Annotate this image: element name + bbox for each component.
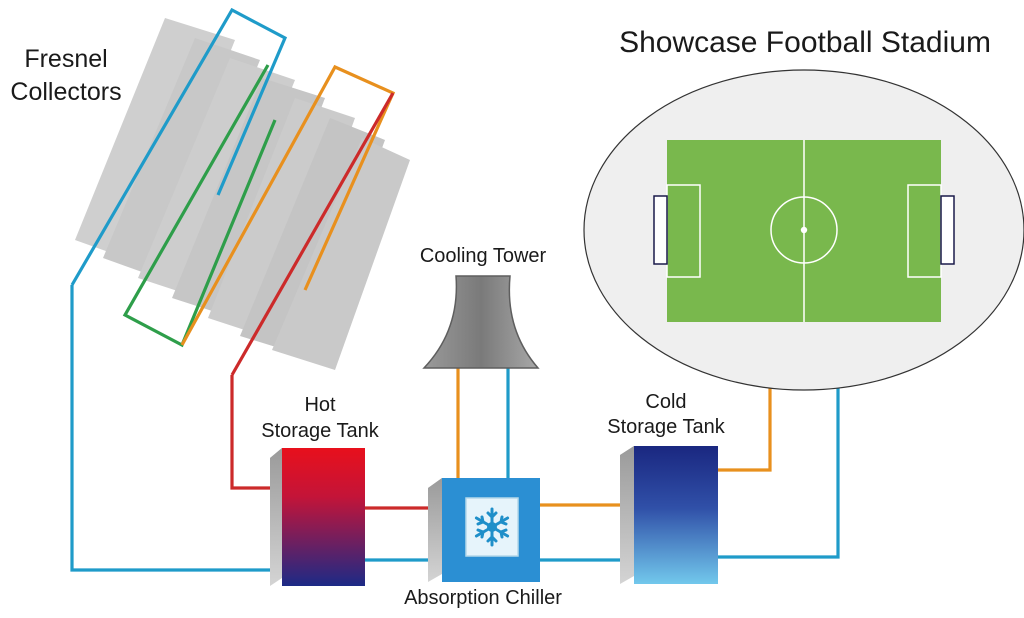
cold-tank-side <box>620 446 634 584</box>
stadium-title: Showcase Football Stadium <box>619 26 991 59</box>
pipe-blue-collector-return <box>70 285 272 572</box>
chiller-side <box>428 478 442 582</box>
green-loop <box>122 64 277 348</box>
pipe-blue-cold-stadium <box>718 388 840 559</box>
goal-left <box>653 195 668 265</box>
hot-tank-side <box>270 448 282 586</box>
piping <box>70 285 840 572</box>
cooling-tower-shape <box>422 275 540 369</box>
hot-tank-front <box>282 448 365 586</box>
orange-loop <box>180 64 396 346</box>
cold-tank-label-line2: Storage Tank <box>607 416 725 438</box>
snowflake-icon <box>474 507 510 547</box>
chiller-label: Absorption Chiller <box>404 587 562 609</box>
collectors-label-line2: Collectors <box>10 78 121 106</box>
collector-loops <box>70 7 396 376</box>
center-spot <box>800 226 808 234</box>
cold-storage-tank <box>620 446 718 584</box>
red-loop <box>230 92 395 376</box>
hot-tank-label-line1: Hot <box>304 394 336 416</box>
collector-strip <box>272 138 410 370</box>
absorption-chiller <box>428 478 540 582</box>
pipe-orange-cold-stadium <box>718 388 772 472</box>
collectors-label-line1: Fresnel <box>24 45 107 73</box>
cold-tank-label-line1: Cold <box>645 391 686 413</box>
hot-tank-label-line2: Storage Tank <box>261 420 379 442</box>
cold-tank-front <box>634 446 718 584</box>
pipe-red-collector-supply <box>230 375 272 490</box>
blue-loop <box>70 7 288 286</box>
cooling-tower <box>422 275 540 369</box>
stadium <box>583 69 1024 391</box>
hot-storage-tank <box>270 448 365 586</box>
cooling-tower-label: Cooling Tower <box>420 245 547 267</box>
goal-right <box>940 195 955 265</box>
